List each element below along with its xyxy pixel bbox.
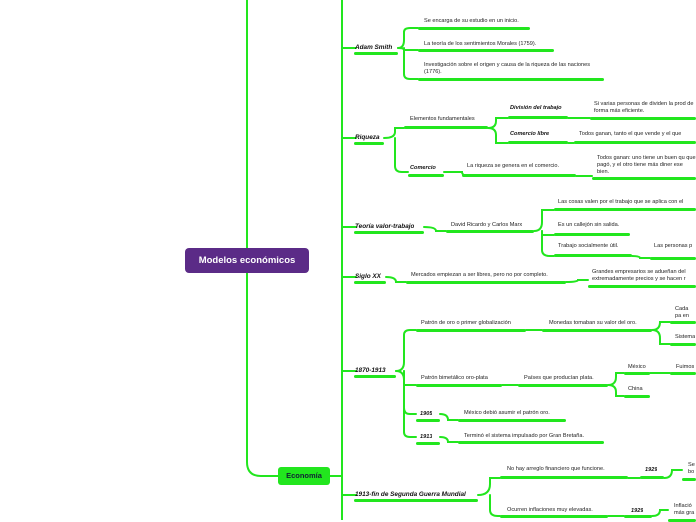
node-underline: [416, 442, 440, 445]
node-underline: [670, 321, 696, 324]
topic-teoria-valor-trabajo[interactable]: Teoría valor-trabajo: [355, 223, 415, 230]
termino-sistema[interactable]: Terminó el sistema impulsado por Gran Br…: [464, 433, 585, 439]
patron-oro[interactable]: Patrón de oro o primer globalización: [421, 320, 511, 326]
grandes-empresarios[interactable]: Grandes empresarios se adueñan del extre…: [592, 269, 686, 282]
inflaciones-elevadas[interactable]: Ocurren inflaciones muy elevadas.: [507, 507, 593, 513]
node-underline: [354, 499, 478, 502]
node-underline: [404, 126, 488, 129]
economia-node[interactable]: Economía: [278, 467, 330, 485]
node-underline: [408, 174, 444, 177]
mexico-patron-oro[interactable]: México debió asumir el patrón oro.: [464, 410, 550, 416]
adam-smith-item[interactable]: La teoría de los sentimientos Morales (1…: [424, 41, 537, 47]
mercados-libres[interactable]: Mercados empiezan a ser libres, pero no …: [411, 272, 548, 278]
node-underline: [354, 375, 396, 378]
node-underline: [500, 476, 628, 479]
node-underline: [354, 281, 386, 284]
sistema[interactable]: Sistema: [675, 334, 696, 340]
comercio-libre-text[interactable]: Todos ganan, tanto el que vende y el que: [579, 131, 682, 137]
node-underline: [554, 208, 696, 211]
node-underline: [670, 372, 696, 375]
node-underline: [624, 372, 650, 375]
node-underline: [508, 116, 568, 119]
year-1929[interactable]: 1929: [631, 508, 644, 514]
division-text[interactable]: Si varias personas de dividen la prod de…: [594, 101, 694, 114]
node-underline: [508, 141, 568, 144]
patron-bimetalico[interactable]: Patrón bimetálico oro-plata: [421, 375, 488, 381]
topic-1913-fin-segunda-guerra[interactable]: 1913-fin de Segunda Guerra Mundial: [355, 491, 466, 498]
topic-siglo-xx[interactable]: Siglo XX: [355, 273, 381, 280]
teoria-item[interactable]: Es un callejón sin salida.: [558, 222, 620, 228]
fuimos[interactable]: Fuimos: [676, 364, 695, 370]
node-underline: [554, 233, 630, 236]
node-underline: [418, 27, 530, 30]
node-underline: [446, 230, 534, 233]
elementos-fundamentales[interactable]: Elementos fundamentales: [410, 116, 475, 122]
node-underline: [574, 141, 696, 144]
node-underline: [624, 395, 650, 398]
node-underline: [354, 52, 398, 55]
topic-adam-smith[interactable]: Adam Smith: [355, 44, 393, 51]
comercio-detail[interactable]: Todos ganan: uno tiene un buen qu que pa…: [597, 155, 696, 175]
node-underline: [406, 281, 566, 284]
comercio-text[interactable]: La riqueza se genera en el comercio.: [467, 163, 560, 169]
se-bo[interactable]: Se bo: [688, 462, 695, 475]
node-underline: [592, 177, 696, 180]
node-underline: [542, 329, 652, 332]
mexico[interactable]: México: [628, 364, 646, 370]
node-underline: [416, 419, 440, 422]
node-underline: [458, 419, 566, 422]
node-underline: [650, 257, 696, 260]
division-del-trabajo[interactable]: División del trabajo: [510, 105, 562, 111]
year-1905[interactable]: 1905: [420, 411, 433, 417]
year-1929[interactable]: 1929: [645, 467, 658, 473]
node-underline: [418, 49, 554, 52]
node-underline: [416, 329, 526, 332]
node-underline: [416, 384, 502, 387]
monedas-oro[interactable]: Monedas tomaban su valor del oro.: [549, 320, 637, 326]
node-underline: [500, 515, 608, 518]
node-underline: [462, 174, 576, 177]
inflacion-mas-grande[interactable]: Inflació más gra: [674, 503, 695, 516]
node-underline: [518, 384, 608, 387]
topic-riqueza[interactable]: Riqueza: [355, 134, 380, 141]
node-underline: [554, 254, 632, 257]
ricardo-marx[interactable]: David Ricardo y Carlos Marx: [451, 222, 523, 228]
node-underline: [458, 441, 604, 444]
teoria-item[interactable]: Las cosas valen por el trabajo que se ap…: [558, 199, 684, 205]
topic-1870-1913[interactable]: 1870-1913: [355, 367, 386, 374]
year-1913[interactable]: 1913: [420, 434, 433, 440]
node-underline: [640, 476, 664, 479]
node-underline: [354, 142, 384, 145]
no-arreglo-financiero[interactable]: No hay arreglo financiero que funcione.: [507, 466, 605, 472]
node-underline: [590, 117, 696, 120]
root-node[interactable]: Modelos económicos: [185, 248, 309, 273]
comercio-libre[interactable]: Comercio libre: [510, 131, 550, 137]
comercio[interactable]: Comercio: [410, 165, 436, 171]
adam-smith-item[interactable]: Se encarga de su estudio en un inicio.: [424, 18, 519, 24]
node-underline: [354, 231, 424, 234]
node-underline: [682, 478, 696, 481]
node-underline: [588, 285, 696, 288]
paises-plata[interactable]: Países que producían plata.: [524, 375, 594, 381]
adam-smith-item[interactable]: Investigación sobre el origen y causa de…: [424, 62, 591, 75]
china[interactable]: China: [628, 386, 643, 392]
node-underline: [670, 343, 696, 346]
personas-text[interactable]: Las personas p: [654, 243, 693, 249]
node-underline: [418, 78, 604, 81]
teoria-item[interactable]: Trabajo socialmente útil.: [558, 243, 619, 249]
node-underline: [624, 515, 652, 518]
